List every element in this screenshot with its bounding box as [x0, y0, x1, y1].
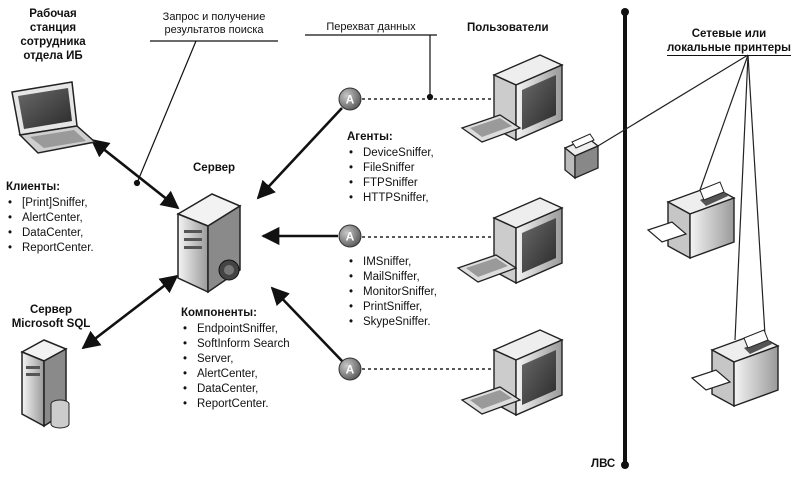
user-pc-icon: [460, 54, 564, 143]
agent-item: MailSniffer,: [347, 270, 437, 285]
sql-server-title-line: Сервер: [29, 304, 73, 316]
component-item: DataCenter,: [181, 382, 290, 397]
component-item: AlertCenter,: [181, 367, 290, 382]
agent-item: HTTPSniffer,: [347, 191, 434, 206]
agents-list-top: DeviceSniffer, FileSniffer FTPSniffer HT…: [347, 146, 434, 206]
agent-item: IMSniffer,: [347, 255, 437, 270]
workstation-title-line: Рабочая: [29, 8, 77, 20]
server-icon: [176, 193, 242, 294]
agent-badge: A: [338, 357, 362, 381]
component-item: EndpointSniffer,: [181, 322, 290, 337]
agent-badge-letter: A: [346, 93, 355, 107]
printers-title-line: локальные принтеры: [667, 42, 791, 56]
agent-arrows: [256, 107, 344, 363]
sql-server-icon: [20, 339, 70, 429]
agents-title: Агенты:: [347, 131, 393, 143]
agent-badge-letter: A: [346, 363, 355, 377]
search-callout: Запрос и получение результатов поиска: [150, 11, 278, 37]
user-pc-icon: [460, 329, 564, 417]
client-item: DataCenter,: [6, 226, 94, 241]
users-title: Пользователи: [467, 22, 549, 34]
component-item: SoftInform Search: [181, 337, 290, 352]
component-item: ReportCenter.: [181, 397, 290, 412]
components-title: Компоненты:: [181, 307, 257, 319]
workstation-title-line: отдела ИБ: [23, 50, 83, 62]
printers-title-line: Сетевые или: [691, 28, 767, 40]
printer-icon: [646, 181, 736, 260]
search-callout-line: результатов поиска: [164, 24, 264, 36]
agent-badge-letter: A: [346, 230, 355, 244]
clients-title: Клиенты:: [6, 181, 61, 193]
workstation-title-line: сотрудника: [20, 36, 86, 48]
agent-item: PrintSniffer,: [347, 300, 437, 315]
agent-item: MonitorSniffer,: [347, 285, 437, 300]
laptop-icon: [11, 81, 97, 154]
printers-title: Сетевые или локальные принтеры: [663, 27, 795, 56]
agents-list-bottom: IMSniffer, MailSniffer, MonitorSniffer, …: [347, 255, 437, 330]
agent-badge: A: [338, 87, 362, 111]
lan-label: ЛВС: [591, 458, 616, 470]
server-title: Сервер: [193, 162, 236, 174]
lan-top-dot: [621, 8, 629, 16]
user-pc-icon: [456, 197, 564, 285]
agent-item: DeviceSniffer,: [347, 146, 434, 161]
agent-badge: A: [338, 224, 362, 248]
client-item: AlertCenter,: [6, 211, 94, 226]
lan-bottom-dot: [621, 461, 629, 469]
client-arrows: [81, 138, 180, 350]
component-item-continuation: Server,: [181, 352, 290, 367]
client-item: ReportCenter.: [6, 241, 94, 256]
intercept-callout: Перехват данных: [326, 21, 416, 33]
clients-list: [Print]Sniffer, AlertCenter, DataCenter,…: [6, 196, 94, 256]
sql-server-title-line: Microsoft SQL: [11, 318, 91, 330]
printer-icon: [690, 329, 780, 408]
workstation-title-line: станция: [29, 22, 77, 34]
agent-item: FTPSniffer: [347, 176, 434, 191]
callout-leaders: [133, 34, 437, 187]
search-callout-line: Запрос и получение: [162, 11, 266, 23]
components-list: EndpointSniffer, SoftInform Search Serve…: [181, 322, 290, 412]
client-item: [Print]Sniffer,: [6, 196, 94, 211]
sql-server-title: Сервер Microsoft SQL: [6, 303, 96, 331]
printer-icon: [563, 133, 600, 180]
printer-connectors: [587, 54, 766, 341]
workstation-title: Рабочая станция сотрудника отдела ИБ: [8, 7, 98, 63]
agent-item: SkypeSniffer.: [347, 315, 437, 330]
agent-item: FileSniffer: [347, 161, 434, 176]
